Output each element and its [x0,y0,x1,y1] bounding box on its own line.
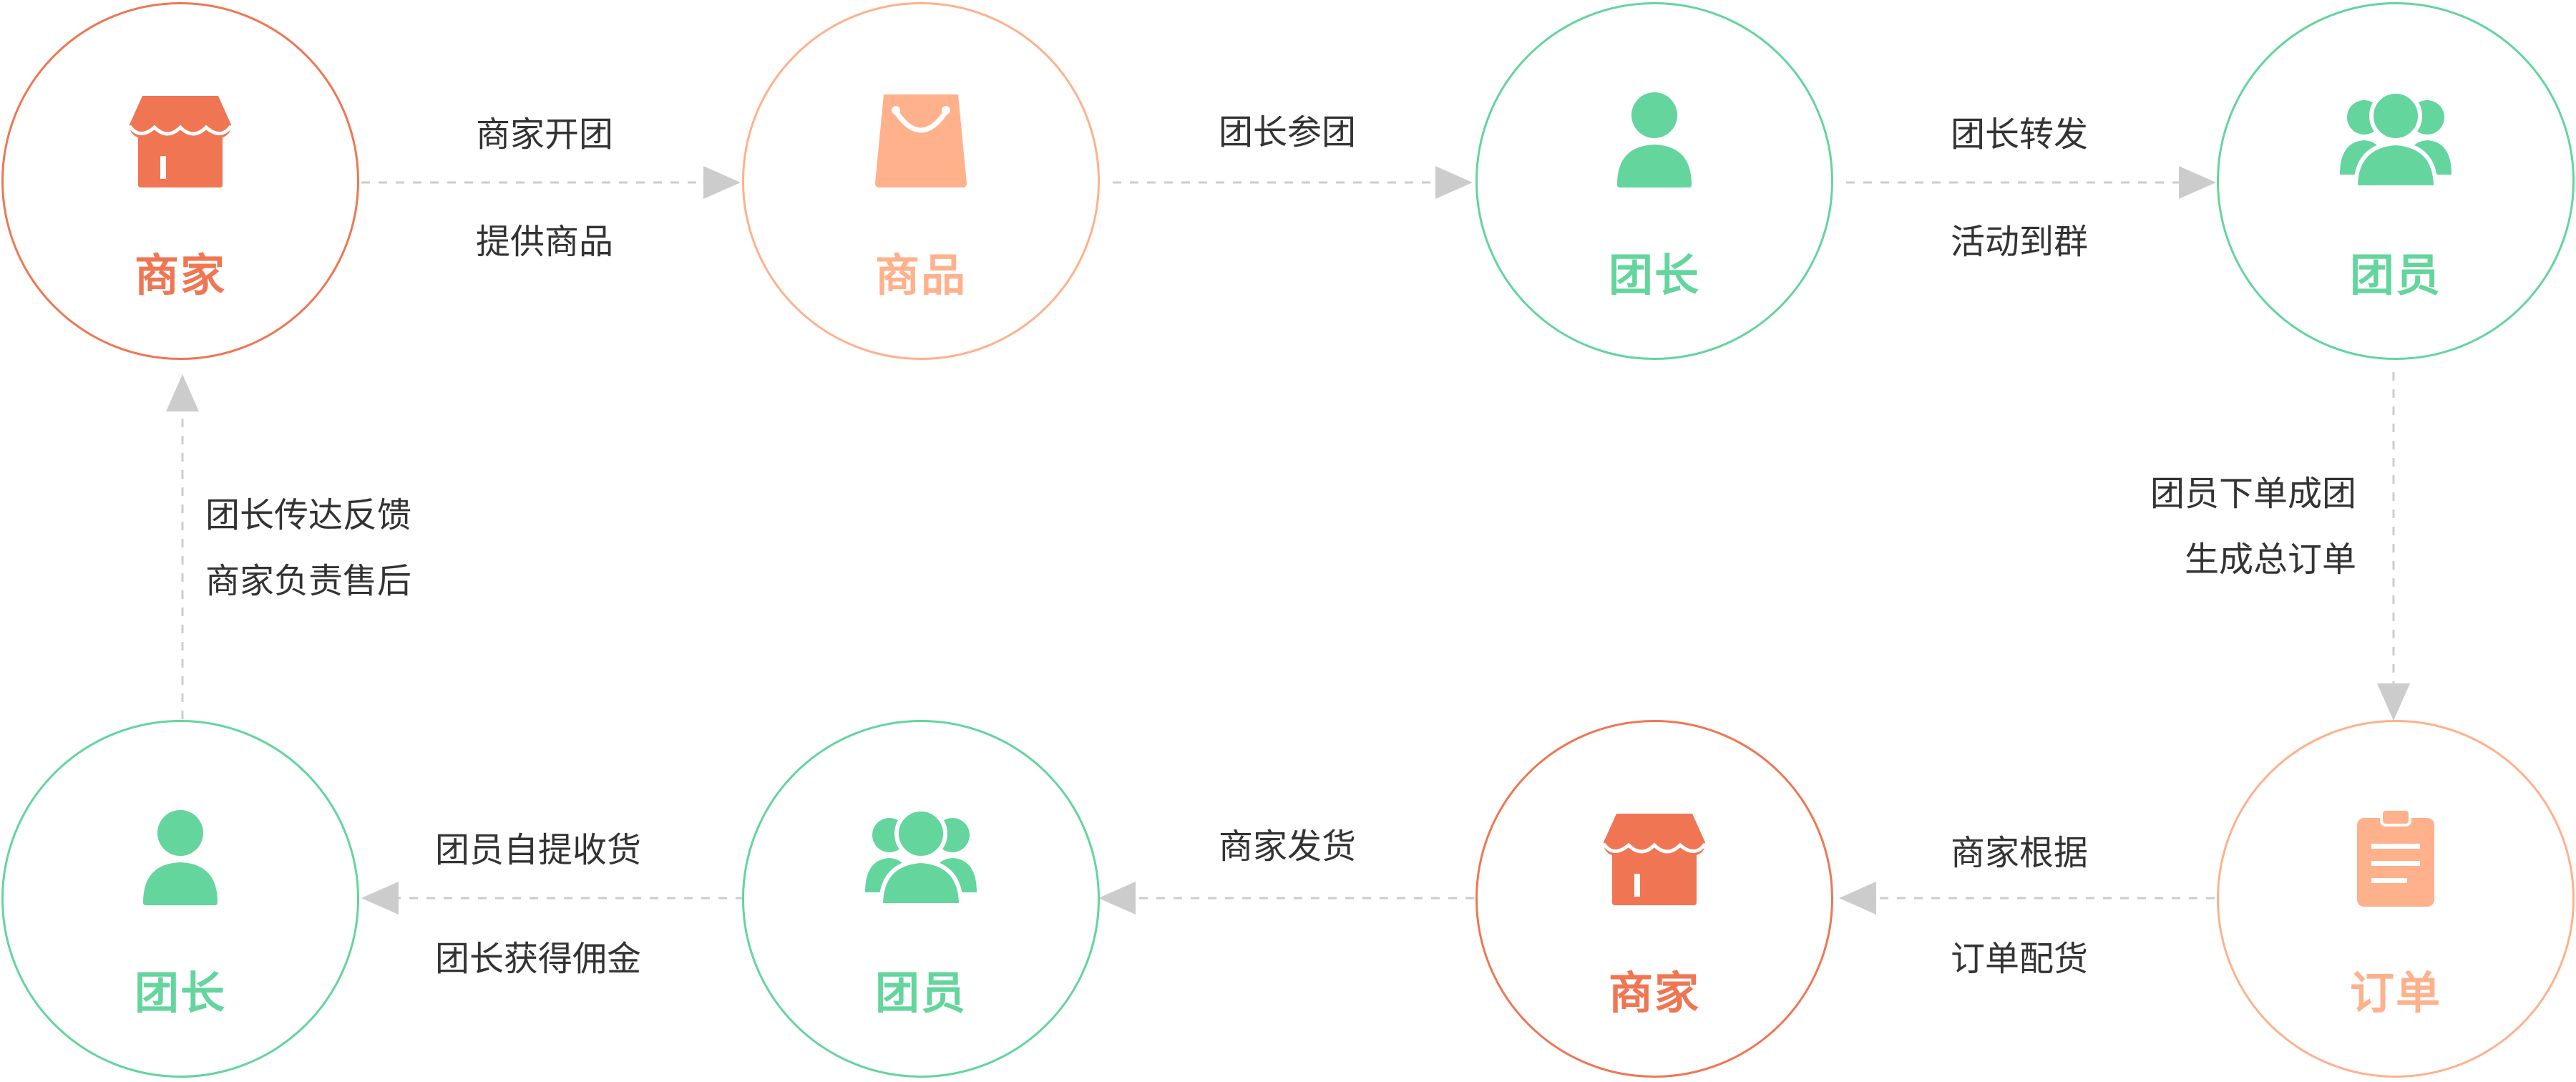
node-title: 商品 [874,249,967,301]
node-members-bottom: 团员 [742,720,1100,1078]
node-merchant-bottom: 商家 [1475,720,1833,1078]
arrowhead-right [1435,166,1473,199]
arrowhead-down [2377,683,2410,721]
node-leader-top: 团长 [1475,2,1833,360]
label-members-to-leader: 团员自提收货 [435,829,641,872]
label-goods-to-leader: 团长参团 [1219,111,1356,154]
clipboard-icon [2357,808,2434,907]
label-line: 提供商品 [476,222,614,262]
label-line: 团长转发 [1951,114,2089,155]
node-order: 订单 [2217,720,2575,1078]
label-line: 商家根据 [1951,833,2089,873]
label-merchant-to-goods-2: 提供商品 [476,220,613,263]
label-order-to-merchant-2: 订单配货 [1951,937,2088,980]
arrowhead-left [361,882,399,915]
person-icon [143,810,218,905]
node-title: 商家 [1608,967,1700,1019]
label-line: 团长获得佣金 [435,939,642,979]
label-line: 活动到群 [1951,222,2089,262]
group-icon [865,808,977,907]
node-title: 团员 [874,967,967,1019]
store-icon [127,96,233,187]
node-title: 商家 [134,249,226,301]
node-title: 团长 [1608,249,1700,301]
label-line: 商家发货 [1219,827,1357,867]
label-line: 团员自提收货 [435,830,642,870]
store-icon [1601,814,1707,905]
label-leader-to-members: 团长转发 [1951,113,2088,156]
label-merchant-to-goods: 商家开团 [476,113,613,156]
shopping-bag-icon [875,94,967,187]
label-members-to-leader-2: 团长获得佣金 [435,937,641,980]
arrowhead-up [166,374,199,411]
node-leader-bottom: 团长 [1,720,359,1078]
label-leader-to-merchant: 团长传达反馈 商家负责售后 [205,494,411,603]
arrowhead-left [1839,882,1876,915]
label-line: 商家负责售后 [205,561,412,601]
arrowhead-left [1098,882,1136,915]
label-order-to-merchant: 商家根据 [1951,832,2088,874]
node-title: 团长 [134,967,226,1019]
label-line: 团长参团 [1219,112,1357,152]
node-title: 团员 [2349,249,2441,301]
node-goods: 商品 [742,2,1100,360]
label-line: 团员下单成团 [2150,474,2356,514]
person-icon [1617,92,1692,187]
node-members-top: 团员 [2217,2,2575,360]
arrowhead-right [703,166,741,199]
arrowhead-right [2179,166,2216,199]
label-merchant-to-members: 商家发货 [1219,825,1356,868]
node-title: 订单 [2349,967,2441,1019]
label-leader-to-members-2: 活动到群 [1951,220,2088,263]
label-line: 订单配货 [1951,939,2089,979]
label-line: 生成总订单 [2184,540,2356,580]
group-icon [2340,90,2451,190]
node-merchant-top: 商家 [1,2,359,360]
label-line: 团长传达反馈 [205,495,412,535]
label-members-to-order: 团员下单成团 生成总订单 [2150,472,2356,581]
label-line: 商家开团 [476,114,614,155]
